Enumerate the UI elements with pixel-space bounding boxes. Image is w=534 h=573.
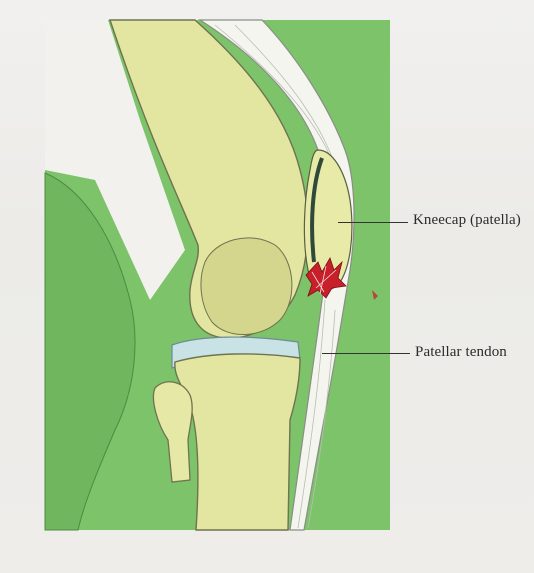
patellar-tendon-label: Patellar tendon: [415, 344, 507, 361]
kneecap-label: Kneecap (patella): [413, 212, 521, 229]
tendon-leader-line: [322, 353, 410, 354]
kneecap-leader-line: [338, 222, 408, 223]
femur-condyle-shading: [201, 238, 292, 335]
